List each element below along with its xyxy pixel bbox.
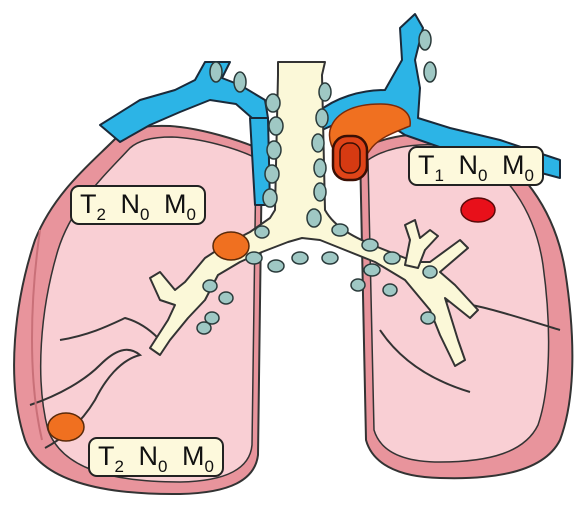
lymph-node (421, 312, 435, 324)
stage-label-right: T1 N0 M0 (408, 146, 544, 186)
tumor-right-lung (461, 198, 495, 222)
lymph-node (314, 159, 326, 177)
lymph-node (424, 62, 436, 82)
lymph-node (314, 183, 326, 201)
t-category: T2 (80, 188, 106, 220)
lymph-node (419, 30, 431, 50)
lymph-node (219, 292, 233, 304)
lymph-node (210, 62, 222, 82)
lymph-node (234, 72, 246, 92)
t-category: T2 (98, 440, 124, 472)
lymph-node (292, 252, 308, 264)
lymph-node (319, 83, 331, 101)
lymph-node (316, 109, 328, 127)
m-category: M0 (182, 440, 214, 472)
lymph-node (351, 279, 365, 291)
n-category: N0 (138, 440, 167, 472)
lymph-node (383, 284, 397, 296)
lymph-node (332, 224, 348, 236)
t-category: T1 (418, 149, 444, 181)
lymph-node (267, 141, 281, 159)
n-category: N0 (120, 188, 149, 220)
lymph-node (364, 264, 380, 276)
lymph-node (197, 322, 211, 334)
lymph-node (312, 134, 324, 152)
m-category: M0 (502, 149, 534, 181)
lymph-node (266, 94, 280, 112)
stage-label-upper-left: T2 N0 M0 (70, 185, 206, 225)
lymph-node (246, 252, 262, 264)
lymph-node (269, 117, 283, 135)
tumor-left-lower (48, 413, 84, 441)
lymph-node (268, 260, 284, 272)
stage-label-bottom-left: T2 N0 M0 (88, 437, 224, 477)
lymph-node (203, 280, 217, 292)
lymph-node (384, 252, 400, 264)
lymph-node (362, 239, 378, 251)
lymph-node (255, 226, 269, 238)
n-category: N0 (458, 149, 487, 181)
lymph-node (322, 252, 338, 264)
tumor-left-upper (213, 232, 249, 260)
lymph-node (307, 209, 321, 227)
lymph-node (263, 189, 277, 207)
m-category: M0 (164, 188, 196, 220)
hilar-tumor-core-inner (340, 143, 360, 173)
lymph-node (265, 165, 279, 183)
lymph-node (423, 266, 437, 278)
